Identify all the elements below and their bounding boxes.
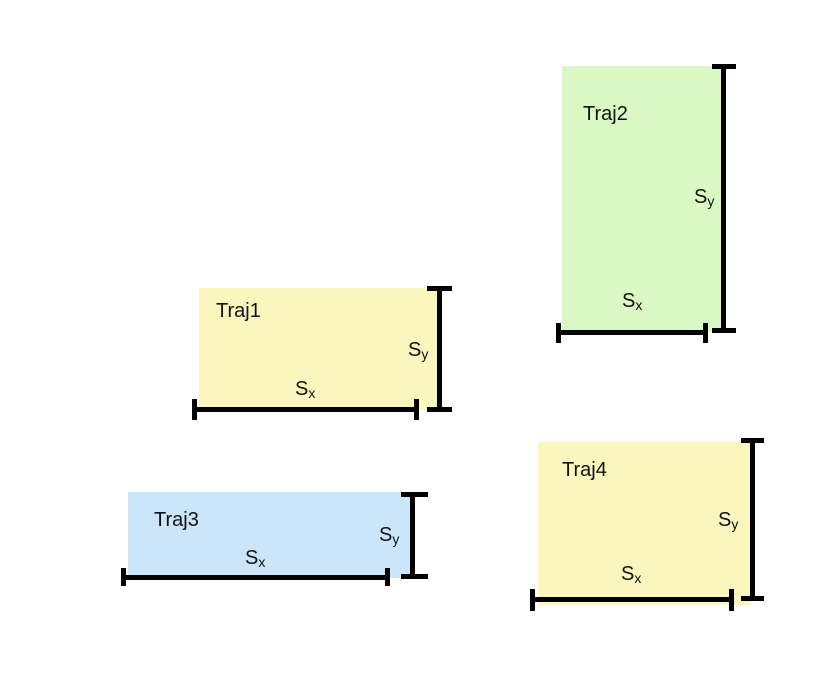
traj2-sy-top-tick (712, 64, 736, 69)
traj2-sy-dimension-line (721, 64, 726, 333)
traj4-sy-top-tick (741, 438, 764, 443)
traj1-sx-left-tick (192, 399, 197, 420)
traj2-label: Traj2 (583, 103, 628, 125)
traj4-sx-left-tick (530, 589, 535, 611)
traj4-sx-right-tick (729, 589, 734, 611)
traj1-sy-dimension-line (437, 287, 442, 412)
traj3-sy-bottom-tick (401, 574, 428, 579)
traj1-sy-bottom-tick (427, 407, 452, 412)
traj1-sy-label: Sy (408, 339, 429, 362)
traj3-sy-label: Sy (379, 524, 400, 547)
traj3-label: Traj3 (154, 509, 199, 531)
traj4-sy-dimension-line (750, 439, 755, 601)
traj3-box (128, 492, 415, 578)
traj2-sy-label: Sy (694, 186, 715, 209)
traj1-sx-dimension-line (193, 407, 419, 412)
traj2-sy-bottom-tick (712, 328, 736, 333)
traj1-label: Traj1 (216, 300, 261, 322)
traj1-sy-top-tick (427, 286, 452, 291)
traj3-sx-left-tick (121, 568, 126, 586)
traj4-sy-label: Sy (718, 509, 739, 532)
traj4-label: Traj4 (562, 459, 607, 481)
traj1-sx-right-tick (414, 399, 419, 420)
traj3-sx-right-tick (385, 568, 390, 586)
traj1-box (199, 288, 442, 410)
traj4-sx-label: Sx (621, 563, 642, 586)
traj3-sx-dimension-line (122, 575, 390, 580)
traj4-sy-bottom-tick (741, 596, 764, 601)
traj2-sx-dimension-line (557, 330, 708, 335)
traj4-sx-dimension-line (531, 597, 734, 602)
traj1-sx-label: Sx (295, 378, 316, 401)
traj2-sx-left-tick (556, 323, 561, 343)
traj2-box (562, 66, 725, 332)
traj2-sx-label: Sx (622, 290, 643, 313)
traj3-sy-dimension-line (410, 493, 415, 579)
traj2-sx-right-tick (703, 323, 708, 343)
traj3-sx-label: Sx (245, 547, 266, 570)
traj4-box (538, 442, 750, 605)
traj3-sy-top-tick (401, 492, 428, 497)
